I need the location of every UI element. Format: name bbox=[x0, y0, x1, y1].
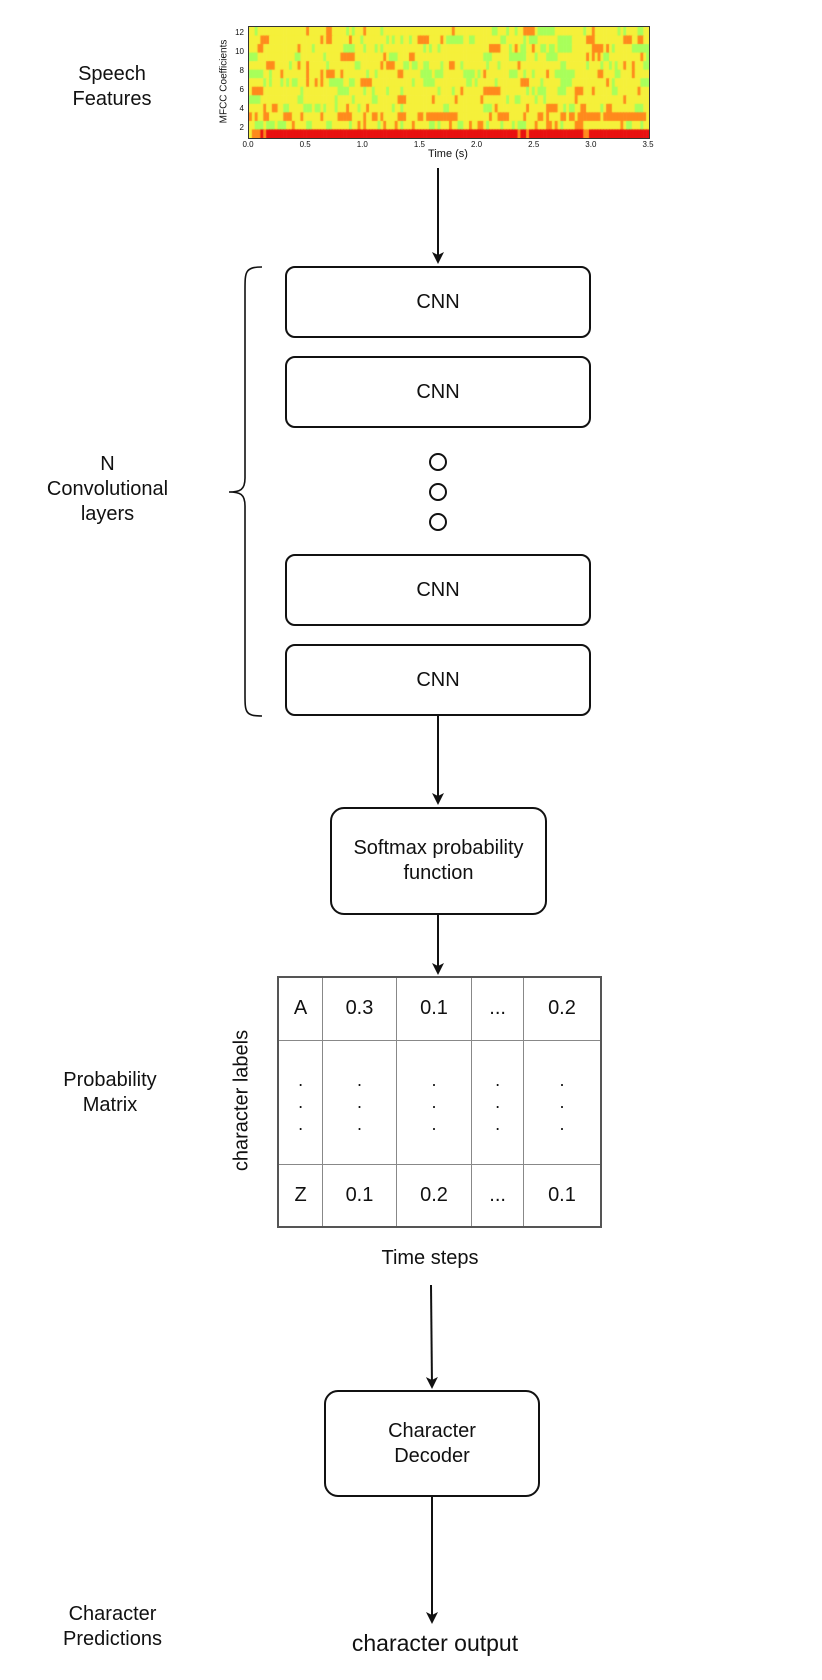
softmax-line-1: Softmax probability bbox=[353, 837, 524, 859]
mfcc-y-tick: 12 bbox=[235, 28, 244, 37]
mfcc-x-tick: 1.5 bbox=[413, 140, 425, 149]
probability-matrix-line-2: Matrix bbox=[82, 1094, 138, 1116]
speech-features-label: Speech Features bbox=[50, 62, 174, 112]
matrix-dots-cell: ... bbox=[277, 1039, 324, 1165]
matrix-x-axis-label: Time steps bbox=[381, 1247, 479, 1269]
ellipsis-dot-3 bbox=[429, 513, 447, 531]
dot: . bbox=[298, 1070, 304, 1090]
cnn-block-4-label: CNN bbox=[416, 668, 460, 691]
matrix-y-axis-label: character labels bbox=[230, 1029, 253, 1172]
conv-layers-label: N Convolutional layers bbox=[30, 452, 185, 527]
cnn-block-2: CNN bbox=[285, 356, 591, 428]
softmax-block: Softmax probability function bbox=[330, 807, 547, 915]
matrix-cell: 0.1 bbox=[522, 1163, 602, 1228]
probability-matrix-line-1: Probability bbox=[63, 1069, 157, 1091]
probability-matrix: A 0.3 0.1 ... 0.2 ... ... ... ... ... Z … bbox=[277, 976, 602, 1228]
dot: . bbox=[559, 1114, 565, 1134]
dot: . bbox=[356, 1070, 362, 1090]
mfcc-x-tick: 3.5 bbox=[642, 140, 654, 149]
character-predictions-line-2: Predictions bbox=[63, 1628, 162, 1650]
cnn-block-1-label: CNN bbox=[416, 290, 460, 313]
decoder-line-2: Decoder bbox=[394, 1444, 470, 1467]
mfcc-x-tick: 0.0 bbox=[242, 140, 254, 149]
softmax-line-2: function bbox=[403, 862, 474, 884]
dot: . bbox=[356, 1092, 362, 1112]
matrix-cell: 0.3 bbox=[322, 976, 397, 1041]
conv-layers-line-1: N bbox=[100, 453, 115, 475]
character-predictions-line-1: Character bbox=[68, 1603, 157, 1625]
matrix-dots-cell: ... bbox=[471, 1039, 524, 1165]
matrix-dots-cell: ... bbox=[522, 1039, 602, 1165]
matrix-row-last: Z 0.1 0.2 ... 0.1 bbox=[277, 1163, 602, 1228]
dot: . bbox=[431, 1070, 437, 1090]
ellipsis-dot-2 bbox=[429, 483, 447, 501]
mfcc-y-tick: 10 bbox=[235, 47, 244, 56]
mfcc-y-tick: 8 bbox=[239, 66, 244, 75]
cnn-block-2-label: CNN bbox=[416, 380, 460, 403]
mfcc-y-tick: 6 bbox=[239, 85, 244, 94]
mfcc-x-axis-title: Time (s) bbox=[428, 148, 468, 160]
mfcc-y-tick: 4 bbox=[239, 104, 244, 113]
cnn-block-3-label: CNN bbox=[416, 578, 460, 601]
character-predictions-label: Character Predictions bbox=[45, 1602, 180, 1652]
dot: . bbox=[495, 1070, 501, 1090]
mfcc-spectrogram bbox=[248, 26, 650, 139]
character-output: character output bbox=[351, 1630, 519, 1656]
speech-features-line-2: Features bbox=[72, 88, 152, 110]
conv-layers-line-3: layers bbox=[80, 503, 135, 525]
arrow-matrix-to-decoder bbox=[425, 1284, 438, 1389]
speech-features-line-1: Speech bbox=[78, 63, 146, 85]
dot: . bbox=[356, 1114, 362, 1134]
dot: . bbox=[431, 1092, 437, 1112]
cnn-block-1: CNN bbox=[285, 266, 591, 338]
dot: . bbox=[495, 1092, 501, 1112]
matrix-row-ellipsis: ... ... ... ... ... bbox=[277, 1039, 602, 1165]
matrix-cell: 0.2 bbox=[522, 976, 602, 1041]
probability-matrix-label: Probability Matrix bbox=[45, 1068, 175, 1118]
ellipsis-dot-1 bbox=[429, 453, 447, 471]
dot: . bbox=[495, 1114, 501, 1134]
matrix-row-first: A 0.3 0.1 ... 0.2 bbox=[277, 976, 602, 1041]
mfcc-y-tick: 2 bbox=[239, 123, 244, 132]
mfcc-x-tick: 1.0 bbox=[356, 140, 368, 149]
dot: . bbox=[298, 1114, 304, 1134]
matrix-cell: 0.1 bbox=[322, 1163, 397, 1228]
matrix-cell: 0.2 bbox=[395, 1163, 473, 1228]
dot: . bbox=[431, 1114, 437, 1134]
matrix-dots-cell: ... bbox=[395, 1039, 473, 1165]
cnn-block-3: CNN bbox=[285, 554, 591, 626]
character-decoder-block: Character Decoder bbox=[324, 1390, 540, 1497]
matrix-dots-cell: ... bbox=[322, 1039, 397, 1165]
mfcc-x-tick: 2.0 bbox=[471, 140, 483, 149]
matrix-cell: Z bbox=[277, 1163, 324, 1228]
cnn-block-4: CNN bbox=[285, 644, 591, 716]
conv-layers-brace bbox=[228, 266, 263, 717]
dot: . bbox=[298, 1092, 304, 1112]
dot: . bbox=[559, 1092, 565, 1112]
matrix-cell: 0.1 bbox=[395, 976, 473, 1041]
matrix-cell: ... bbox=[471, 976, 524, 1041]
decoder-line-1: Character bbox=[388, 1419, 476, 1442]
mfcc-x-tick: 0.5 bbox=[299, 140, 311, 149]
mfcc-x-tick: 3.0 bbox=[585, 140, 597, 149]
matrix-cell: ... bbox=[471, 1163, 524, 1228]
matrix-cell: A bbox=[277, 976, 324, 1041]
mfcc-x-tick: 2.5 bbox=[528, 140, 540, 149]
conv-layers-line-2: Convolutional bbox=[46, 478, 169, 500]
dot: . bbox=[559, 1070, 565, 1090]
